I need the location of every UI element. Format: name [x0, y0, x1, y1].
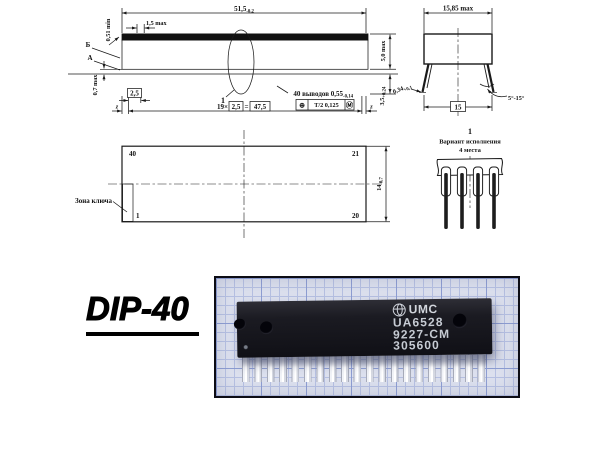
- variant-body: [436, 157, 504, 177]
- pitch-equals: =: [245, 103, 249, 111]
- variant-ref-label: 1: [468, 127, 472, 136]
- dim-min-gap: 0,51 min: [105, 18, 120, 46]
- end-leads: [419, 63, 497, 93]
- position-tolerance-icon: ⊕: [299, 102, 305, 110]
- key-zone-callout: Зона ключа: [75, 197, 128, 213]
- chip-photo: UMC UA6528 9227-CM 305600: [214, 276, 520, 398]
- dim-pitch-label: 2,5: [130, 90, 139, 98]
- dim-lead-thickness: 0,34+0,1: [392, 82, 422, 97]
- tolerance-value-label: Т/2 0,125: [314, 102, 338, 109]
- pin-21-label: 21: [352, 150, 360, 158]
- pitch-total-label: 47,5: [254, 103, 267, 111]
- mold-dot-icon: [243, 344, 249, 350]
- dim-angle-label: 5°-15°: [508, 95, 525, 102]
- top-view: Зона ключа 40 21 1 20 14-0,7: [75, 130, 390, 238]
- variant-line2-label: 4 места: [459, 147, 481, 154]
- detail-ref-label: 1: [221, 96, 225, 105]
- dip40-caption: DIP-40: [86, 290, 199, 336]
- leads-note-label: 40 выводов 0,55-0,14: [293, 90, 353, 100]
- pins-bottom-row: [122, 222, 368, 234]
- dim-overall-length: 51,5-0,2: [121, 5, 367, 33]
- mold-mark-icon: [259, 321, 274, 335]
- dim-thickness-label: 0,34+0,1: [392, 82, 414, 97]
- pin-20-label: 20: [352, 212, 360, 220]
- z-right-label: z: [369, 104, 373, 111]
- dim-lead-length: 3,5+0,24: [370, 74, 396, 105]
- dip40-technical-drawing: 51,5-0,2 1,5 max 1 0,51 min Б: [68, 5, 525, 238]
- dim-height-label: 5,0 max: [380, 40, 387, 62]
- side-view: 51,5-0,2 1,5 max 1 0,51 min Б: [68, 5, 398, 114]
- dim-standoff-label: 0,7 max: [92, 74, 99, 96]
- pins-top-row: [122, 134, 368, 146]
- dim-length-label: 51,5-0,2: [234, 5, 254, 15]
- pin-40-label: 40: [129, 150, 137, 158]
- end-view: 15,85 max 0,34+0,1 5°-15° 15: [392, 5, 525, 116]
- surface-labels: Б А: [86, 41, 121, 71]
- z-left-label: z: [115, 104, 119, 111]
- chip-body: UMC UA6528 9227-CM 305600: [233, 298, 496, 358]
- mmc-modifier-icon: Ⓜ: [346, 101, 353, 110]
- surface-b-label: Б: [86, 41, 91, 49]
- dim-row-spacing: 15: [423, 95, 493, 112]
- key-zone-hatch: [122, 183, 134, 222]
- dim-lead-top-label: 1,5 max: [146, 20, 168, 27]
- pin-1-label: 1: [136, 212, 140, 220]
- body-top-bar: [121, 33, 369, 41]
- pitch-count-label: 19×: [217, 103, 228, 111]
- dim-body-width-label: 14-0,7: [376, 177, 385, 191]
- pitch-value-label: 2,5: [232, 103, 241, 111]
- leads-note: 40 выводов 0,55-0,14 ⊕ Т/2 0,125 Ⓜ: [276, 85, 355, 111]
- dip40-caption-text: DIP-40: [86, 290, 190, 328]
- dim-pitch: 2,5: [119, 88, 150, 103]
- dim-standoff: 0,7 max: [92, 61, 122, 95]
- mold-mark-icon: [233, 318, 247, 330]
- chip-pins: [242, 355, 487, 382]
- package-body-side: [68, 33, 398, 75]
- dim-lead-length-label: 3,5+0,24: [379, 86, 388, 105]
- dim-spacing-label: 15: [455, 104, 463, 112]
- dim-min-gap-label: 0,51 min: [105, 18, 112, 41]
- chip-lot-code: 305600: [393, 337, 440, 353]
- surface-a-label: А: [87, 54, 92, 62]
- detail-callout-1: 1: [221, 29, 255, 105]
- dim-lead-angle: 5°-15°: [479, 83, 525, 102]
- dim-body-height: 5,0 max: [370, 33, 396, 70]
- umc-logo-icon: [392, 302, 406, 317]
- variant-leads: [440, 166, 500, 229]
- chip-markings: UMC UA6528 9227-CM 305600: [392, 300, 496, 353]
- key-zone-label: Зона ключа: [75, 197, 112, 205]
- dim-body-width: 14-0,7: [366, 145, 390, 223]
- dim-total-pitch: z z 19× 2,5 = 47,5: [112, 96, 377, 114]
- dim-width-label: 15,85 max: [443, 5, 474, 13]
- variant-detail: 1 Вариант исполнения 4 места: [436, 127, 504, 229]
- variant-line1-label: Вариант исполнения: [439, 139, 501, 146]
- dim-overall-width: 15,85 max: [423, 5, 493, 33]
- dim-lead-top-width: 1,5 max: [126, 20, 168, 33]
